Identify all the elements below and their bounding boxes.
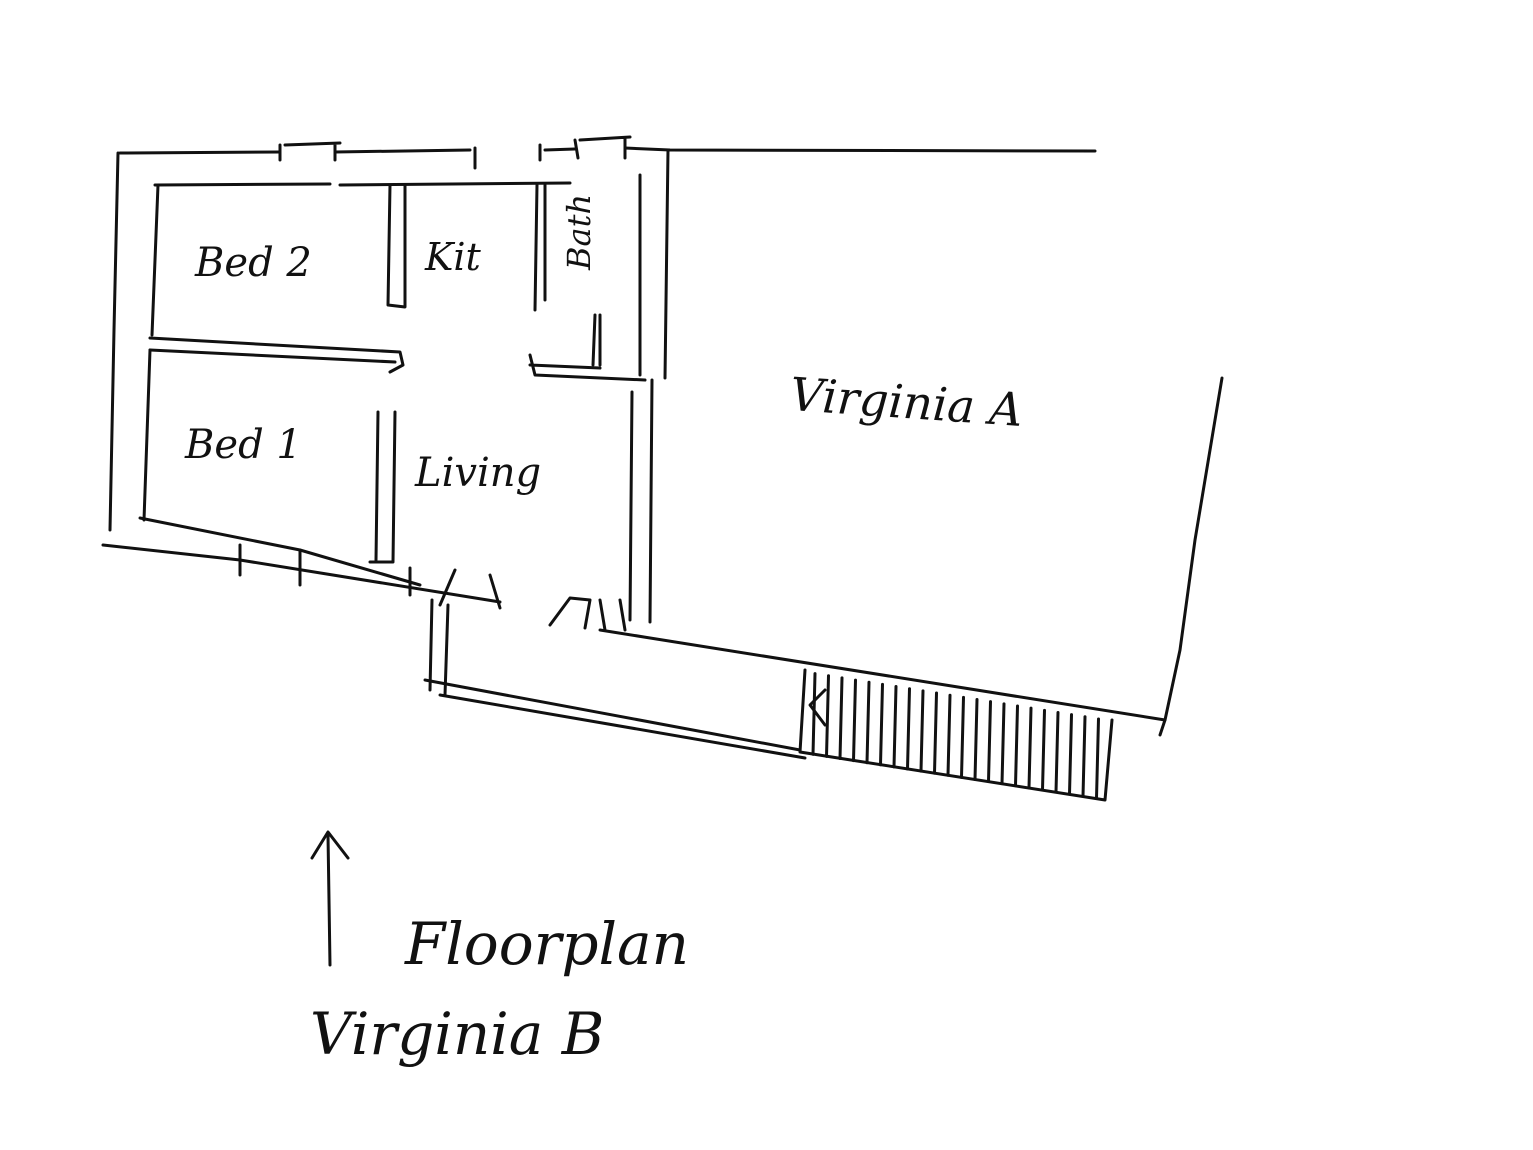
room-label-bath: Bath (560, 193, 598, 270)
stair-tread (825, 674, 830, 758)
interior-walls (148, 148, 670, 624)
stair-tread (973, 698, 979, 781)
stair-tread (960, 695, 965, 779)
stair-tread (933, 691, 938, 775)
stair-tread (946, 693, 952, 777)
windows (238, 135, 632, 610)
drawing-title: Floorplan (405, 910, 689, 978)
stair-tread (1027, 706, 1033, 790)
staircase (798, 668, 1114, 802)
stair-direction-arrow-icon (808, 688, 827, 727)
entrance-corridor (423, 376, 1224, 760)
stair-tread (838, 676, 844, 761)
stair-tread (906, 687, 911, 771)
room-label-living: Living (415, 450, 542, 496)
stair-tread (1000, 702, 1006, 786)
stair-tread (1068, 713, 1073, 796)
stair-tread (811, 672, 817, 756)
stair-tread (879, 682, 884, 767)
drawing-subtitle: Virginia B (310, 1000, 605, 1068)
stair-tread (1081, 715, 1087, 798)
north-arrow (310, 830, 350, 967)
stair-tread (1041, 708, 1046, 792)
room-label-bed1: Bed 1 (185, 422, 302, 468)
stair-tread (865, 680, 871, 765)
stair-tread (919, 689, 925, 773)
stair-tread (1095, 717, 1100, 800)
stair-outline (798, 668, 1114, 802)
stair-tread (1014, 704, 1019, 788)
stair-tread (987, 700, 992, 784)
stair-tread (1054, 710, 1060, 794)
room-label-kitchen: Kit (425, 235, 481, 279)
stair-tread (852, 678, 857, 763)
stair-tread (892, 685, 898, 769)
outer-walls (101, 146, 1097, 604)
room-label-bed2: Bed 2 (195, 240, 312, 286)
